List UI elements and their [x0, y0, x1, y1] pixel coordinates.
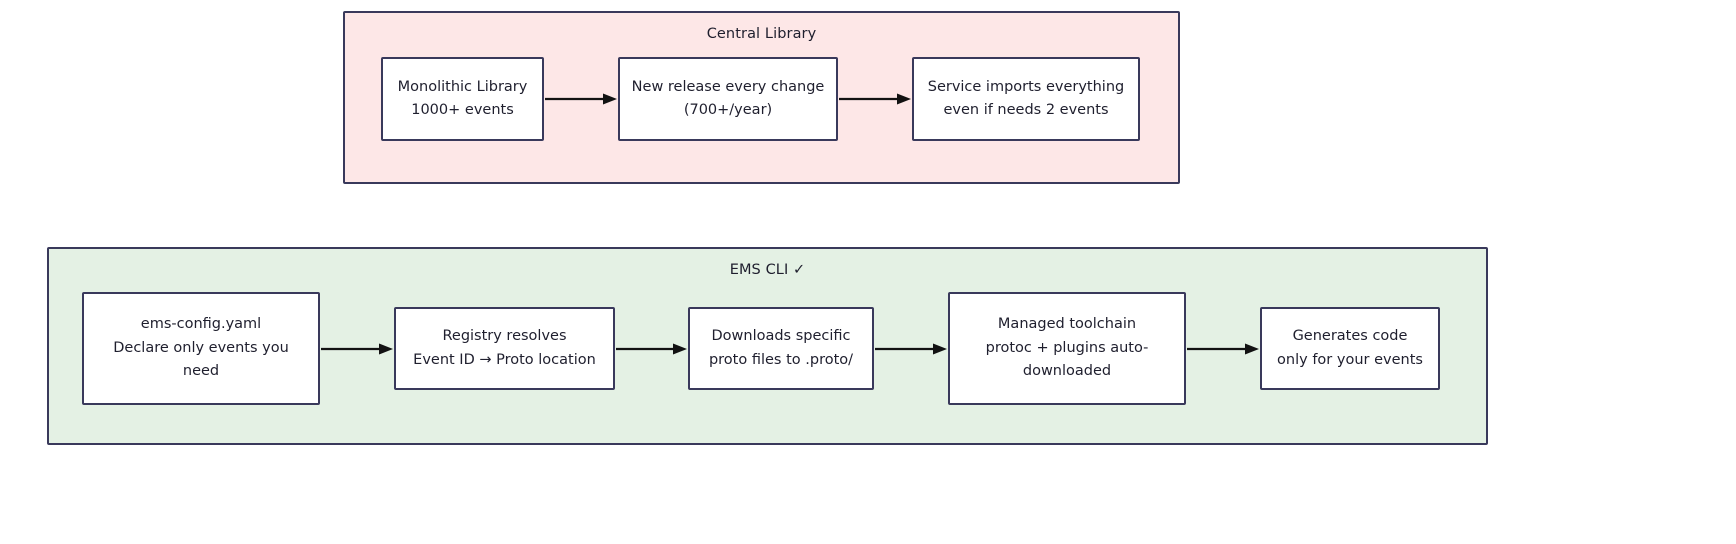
node-line: ems-config.yaml	[140, 316, 262, 333]
arrow-toolchain-to-generates	[1187, 343, 1259, 355]
arrow-config-to-registry	[321, 343, 393, 355]
node-line: Downloads specific	[711, 328, 851, 345]
arrow-release-to-service	[839, 93, 911, 105]
node-managed-toolchain[interactable]: Managed toolchain protoc + plugins auto-…	[948, 292, 1186, 405]
node-line: 1000+ events	[411, 102, 514, 118]
node-line: (700+/year)	[683, 102, 773, 118]
node-line: even if needs 2 events	[943, 102, 1109, 118]
node-line: Registry resolves	[442, 328, 567, 345]
node-line: New release every change	[631, 78, 825, 95]
node-line: Event ID → Proto location	[413, 351, 596, 368]
node-line: protoc + plugins auto-	[985, 339, 1149, 356]
node-service-imports-everything[interactable]: Service imports everything even if needs…	[912, 57, 1140, 141]
node-line: Generates code	[1292, 328, 1408, 345]
node-downloads-specific-proto[interactable]: Downloads specific proto files to .proto…	[688, 307, 874, 390]
node-ems-config-yaml[interactable]: ems-config.yaml Declare only events you …	[82, 292, 320, 405]
node-line: Monolithic Library	[397, 78, 528, 95]
node-registry-resolves[interactable]: Registry resolves Event ID → Proto locat…	[394, 307, 615, 390]
node-line: only for your events	[1277, 351, 1423, 368]
arrow-monolithic-to-release	[545, 93, 617, 105]
node-new-release[interactable]: New release every change (700+/year)	[618, 57, 838, 141]
subgraph-title-ems-cli: EMS CLI ✓	[729, 262, 806, 278]
node-line: proto files to .proto/	[708, 351, 854, 368]
arrow-downloads-to-toolchain	[875, 343, 947, 355]
subgraph-title-central-library: Central Library	[706, 26, 817, 42]
node-generates-code[interactable]: Generates code only for your events	[1260, 307, 1440, 390]
node-line: downloaded	[1022, 363, 1112, 380]
arrow-registry-to-downloads	[616, 343, 687, 355]
node-line: Managed toolchain	[997, 316, 1137, 333]
node-line: Declare only events you	[113, 339, 289, 356]
node-line: need	[182, 363, 220, 380]
node-monolithic-library[interactable]: Monolithic Library 1000+ events	[381, 57, 544, 141]
node-line: Service imports everything	[927, 78, 1125, 95]
